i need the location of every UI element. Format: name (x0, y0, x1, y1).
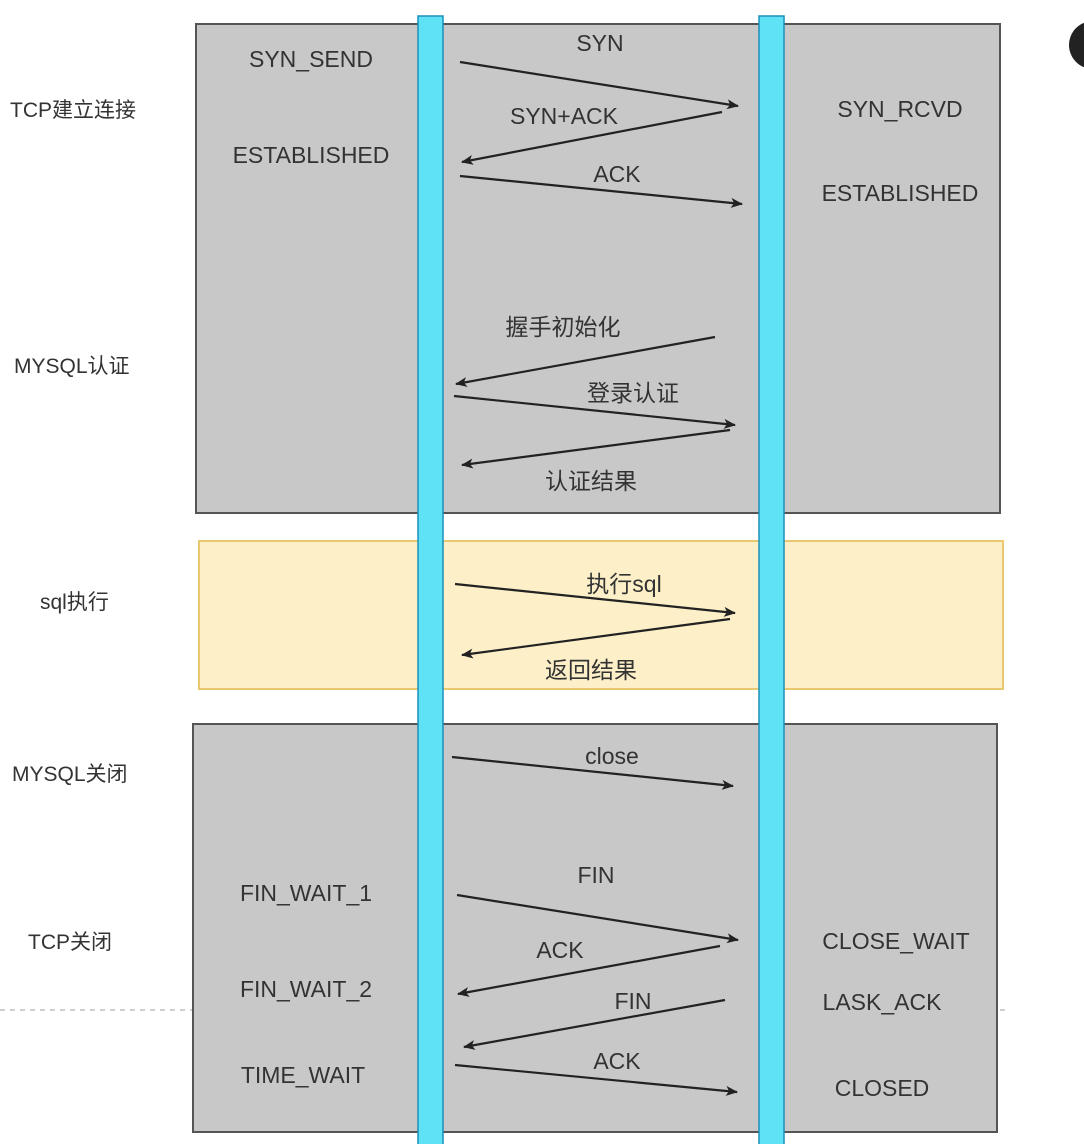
message-label: 返回结果 (545, 657, 637, 683)
message-label: close (585, 743, 639, 769)
message-arrow (461, 617, 731, 659)
server-state: LASK_ACK (823, 989, 943, 1015)
server-state: CLOSED (835, 1075, 930, 1101)
panel-sql-exec (198, 540, 1004, 690)
message-arrow (454, 582, 736, 617)
message-label: FIN (614, 988, 651, 1014)
stage-label-sql-exec: sql执行 (40, 591, 109, 614)
message-arrow (453, 394, 736, 429)
stage-label-tcp-connect: TCP建立连接 (10, 99, 136, 122)
server-state: ESTABLISHED (822, 180, 979, 206)
message-label: ACK (593, 1048, 641, 1074)
client-state: TIME_WAIT (241, 1062, 365, 1088)
message-arrow (463, 998, 726, 1050)
client-state: FIN_WAIT_1 (240, 880, 372, 906)
message-label: 认证结果 (545, 468, 637, 494)
message-label: 登录认证 (587, 380, 679, 406)
server-state: SYN_RCVD (837, 96, 962, 122)
message-label: ACK (593, 161, 641, 187)
message-label: ACK (536, 937, 584, 963)
message-arrow (461, 110, 723, 165)
message-arrow (461, 428, 731, 469)
panel-connect-auth (195, 23, 1001, 514)
message-arrow (451, 755, 734, 790)
client-lifeline (417, 15, 444, 1144)
message-label: SYN (576, 30, 623, 56)
stage-label-mysql-close: MYSQL关闭 (12, 763, 128, 786)
server-state: CLOSE_WAIT (822, 928, 969, 954)
message-label: FIN (577, 862, 614, 888)
stage-label-tcp-close: TCP关闭 (28, 931, 112, 954)
client-state: SYN_SEND (249, 46, 373, 72)
message-arrow (455, 335, 716, 387)
message-arrow (457, 944, 721, 997)
message-arrow (459, 174, 743, 208)
message-arrow (459, 60, 739, 110)
stage-label-mysql-auth: MYSQL认证 (14, 355, 130, 378)
client-state: FIN_WAIT_2 (240, 976, 372, 1002)
message-arrow (456, 893, 739, 944)
dark-circle-icon (1069, 22, 1084, 68)
message-label: 执行sql (586, 571, 661, 597)
server-lifeline (758, 15, 785, 1144)
client-state: ESTABLISHED (233, 142, 390, 168)
message-label: 握手初始化 (506, 314, 621, 340)
message-arrow (454, 1063, 738, 1096)
panel-close (192, 723, 998, 1133)
message-label: SYN+ACK (510, 103, 619, 129)
